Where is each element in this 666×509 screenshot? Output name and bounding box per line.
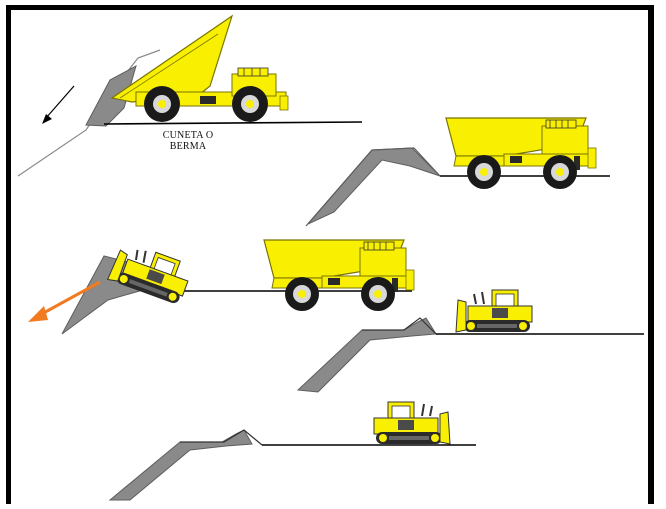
berm-label-line1: CUNETA O bbox=[148, 130, 228, 141]
berm-label-line2: BERMA bbox=[148, 141, 228, 152]
figure-frame bbox=[6, 5, 654, 504]
berm-label: CUNETA O BERMA bbox=[148, 130, 228, 152]
